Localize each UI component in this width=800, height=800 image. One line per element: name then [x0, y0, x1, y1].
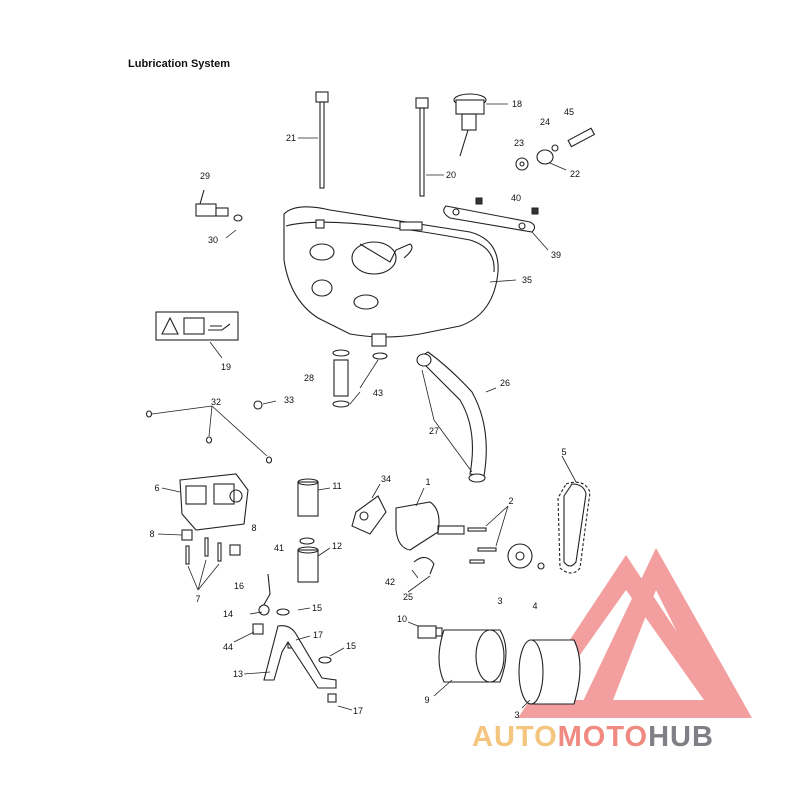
- callout-33: 33: [283, 395, 295, 405]
- gear-and-screws: [407, 505, 545, 593]
- sensor-29: [195, 189, 243, 239]
- callout-41: 41: [273, 543, 285, 553]
- callout-11: 11: [332, 481, 342, 491]
- watermark-auto: AUTO: [472, 721, 558, 753]
- bolt-21: [298, 91, 329, 189]
- callout-40: 40: [510, 193, 522, 203]
- callout-24: 24: [539, 117, 551, 127]
- callout-6: 6: [154, 483, 160, 493]
- callout-3-gear: 3: [497, 596, 503, 606]
- callout-42: 42: [384, 577, 396, 587]
- warning-label-19: [155, 311, 239, 359]
- callout-28: 28: [303, 373, 315, 383]
- callout-4: 4: [532, 601, 538, 611]
- callout-34: 34: [380, 474, 392, 484]
- pump-body-1: [351, 483, 465, 551]
- callout-30: 30: [207, 235, 219, 245]
- callout-22: 22: [569, 169, 581, 179]
- hose-28: [332, 349, 388, 408]
- callout-5: 5: [561, 447, 567, 457]
- callout-8-right: 8: [251, 523, 257, 533]
- callout-15-bottom: 15: [345, 641, 357, 651]
- callout-35: 35: [521, 275, 533, 285]
- callout-43: 43: [372, 388, 384, 398]
- callout-32: 32: [210, 397, 222, 407]
- oil-pump-6: [161, 473, 249, 531]
- callout-18: 18: [511, 99, 523, 109]
- callout-26: 26: [499, 378, 511, 388]
- callout-16: 16: [233, 581, 245, 591]
- watermark-moto: MOTO: [557, 721, 649, 753]
- callout-25: 25: [402, 592, 414, 602]
- diagram-title: Lubrication System: [128, 58, 231, 70]
- callout-12: 12: [331, 541, 343, 551]
- oil-filter-9: [407, 621, 581, 709]
- callout-44: 44: [222, 642, 234, 652]
- watermark-text: AUTOMOTOHUB: [472, 721, 714, 754]
- bracket-39: [443, 197, 549, 251]
- callout-23: 23: [513, 138, 525, 148]
- watermark-hub: HUB: [648, 721, 714, 753]
- oil-tank-35: [283, 206, 517, 347]
- callout-7: 7: [195, 594, 201, 604]
- callout-39: 39: [550, 250, 562, 260]
- callout-17-bottom: 17: [352, 706, 364, 716]
- dipstick-cap-18: [453, 93, 508, 157]
- hose-26: [416, 351, 497, 483]
- callout-15-top: 15: [311, 603, 323, 613]
- callout-3-filter: 3: [514, 710, 520, 720]
- fittings-32-33: [145, 400, 277, 464]
- bolt-20: [415, 97, 444, 197]
- callout-8-left: 8: [149, 529, 155, 539]
- callout-2: 2: [508, 496, 514, 506]
- callout-10: 10: [396, 614, 408, 624]
- callout-20: 20: [445, 170, 457, 180]
- callout-27: 27: [428, 426, 440, 436]
- callout-45: 45: [563, 107, 575, 117]
- callout-14: 14: [222, 609, 234, 619]
- callout-9: 9: [424, 695, 430, 705]
- callout-1: 1: [425, 477, 431, 487]
- oil-line-13: [233, 573, 353, 711]
- chain-5: [557, 455, 591, 574]
- callout-13: 13: [232, 669, 244, 679]
- callout-19: 19: [220, 362, 232, 372]
- bolts-7-8: [157, 529, 241, 591]
- fittings-22-23-24-45: [515, 127, 596, 171]
- callout-21: 21: [285, 133, 297, 143]
- callout-29: 29: [199, 171, 211, 181]
- sleeves-11-12-41: [297, 478, 331, 583]
- callout-17-top: 17: [312, 630, 324, 640]
